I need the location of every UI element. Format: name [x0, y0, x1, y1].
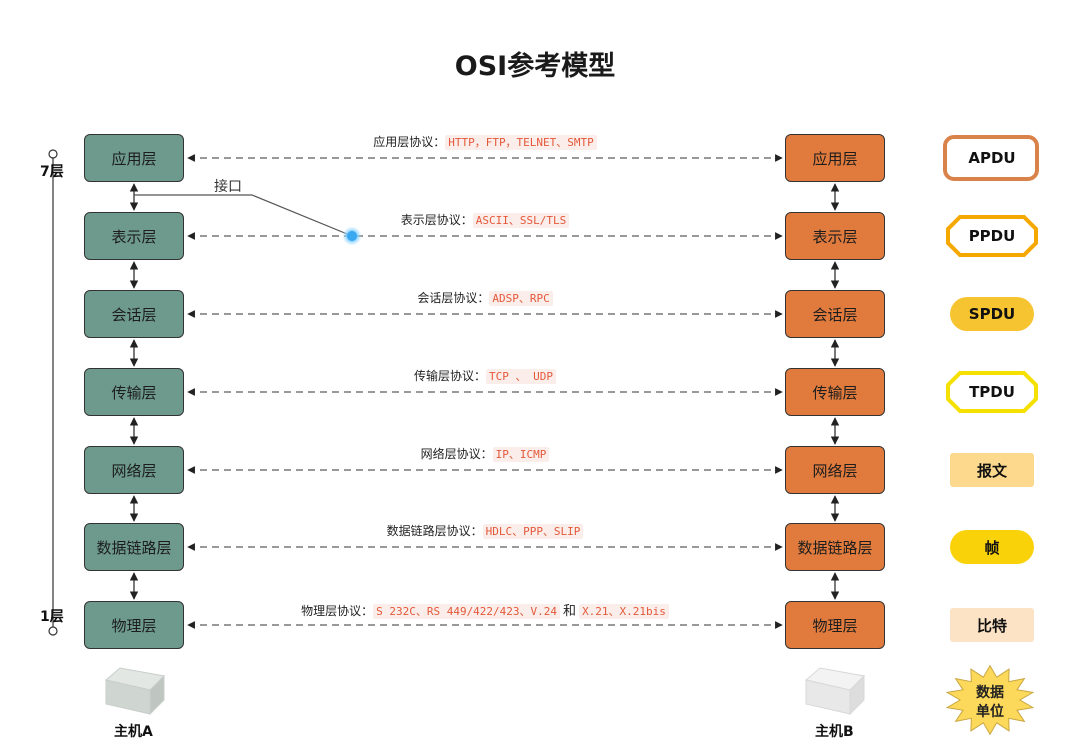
- interface-label: 接口: [214, 179, 242, 195]
- protocol-joiner: 和: [563, 604, 577, 619]
- protocol-prefix: 表示层协议：: [400, 213, 473, 227]
- pdu-shape-6: [950, 530, 1034, 564]
- scale-top-label: 7层: [40, 164, 64, 180]
- protocol-label-3: 会话层协议：ADSP、RPC: [190, 289, 780, 306]
- protocol-code: TCP 、 UDP: [486, 369, 556, 384]
- host-a-layer-6: 数据链路层: [84, 523, 184, 571]
- protocol-prefix: 传输层协议：: [414, 369, 487, 383]
- data-unit-line1: 数据: [976, 685, 1004, 701]
- protocol-label-6: 数据链路层协议：HDLC、PPP、SLIP: [190, 522, 780, 539]
- protocol-code: ADSP、RPC: [489, 291, 553, 306]
- protocol-prefix: 数据链路层协议：: [386, 524, 483, 538]
- host-b-layer-3: 会话层: [785, 290, 885, 338]
- diagram-title: OSI参考模型: [454, 51, 616, 82]
- host-a-layer-4: 传输层: [84, 368, 184, 416]
- protocol-code: HTTP，FTP，TELNET、SMTP: [445, 135, 597, 150]
- host-b-layer-2: 表示层: [785, 212, 885, 260]
- pdu-label-6: 帧: [984, 538, 1000, 557]
- scale-bottom-label: 1层: [40, 609, 64, 625]
- protocol-code: ASCII、SSL/TLS: [472, 213, 570, 228]
- protocol-label-2: 表示层协议：ASCII、SSL/TLS: [190, 211, 780, 228]
- pdu-label-1: APDU: [968, 149, 1016, 167]
- pdu-label-7: 比特: [976, 616, 1007, 635]
- pdu-label-4: TPDU: [969, 383, 1015, 401]
- pdu-shape-3: [950, 297, 1034, 331]
- host-a-layer-1: 应用层: [84, 134, 184, 182]
- protocol-prefix: 网络层协议：: [420, 447, 493, 461]
- host-a-icon: [104, 667, 166, 716]
- protocol-label-5: 网络层协议：IP、ICMP: [190, 445, 780, 462]
- host-b-icon: [804, 667, 866, 716]
- pdu-label-3: SPDU: [968, 305, 1016, 323]
- protocol-prefix: 应用层协议：: [373, 135, 446, 149]
- host-a-label: 主机A: [114, 724, 153, 740]
- pdu-label-5: 报文: [976, 461, 1007, 480]
- data-unit-badge: 数据 单位: [960, 684, 1020, 722]
- protocol-code: HDLC、PPP、SLIP: [482, 524, 584, 539]
- host-b-layer-4: 传输层: [785, 368, 885, 416]
- pdu-shape-4: [946, 371, 1038, 413]
- protocol-prefix: 会话层协议：: [417, 291, 490, 305]
- protocol-label-1: 应用层协议：HTTP，FTP，TELNET、SMTP: [190, 133, 780, 150]
- protocol-code: S 232C、RS 449/422/423、V.24: [373, 604, 561, 619]
- data-unit-starburst: [945, 664, 1035, 736]
- protocol-label-4: 传输层协议：TCP 、 UDP: [190, 367, 780, 384]
- host-a-layer-3: 会话层: [84, 290, 184, 338]
- host-a-layer-5: 网络层: [84, 446, 184, 494]
- host-b-label: 主机B: [815, 724, 854, 740]
- pdu-shape-2: [946, 215, 1038, 257]
- host-b-layer-1: 应用层: [785, 134, 885, 182]
- host-a-layer-2: 表示层: [84, 212, 184, 260]
- pdu-shape-5: [950, 453, 1034, 487]
- protocol-prefix: 物理层协议：: [301, 604, 374, 618]
- host-a-layer-7: 物理层: [84, 601, 184, 649]
- host-b-layer-7: 物理层: [785, 601, 885, 649]
- protocol-code: IP、ICMP: [492, 447, 550, 462]
- interface-pointer-line: [134, 194, 353, 237]
- protocol-code: X.21、X.21bis: [579, 604, 669, 619]
- host-b-layer-5: 网络层: [785, 446, 885, 494]
- host-b-layer-6: 数据链路层: [785, 523, 885, 571]
- data-unit-line2: 单位: [976, 704, 1004, 720]
- pdu-label-2: PPDU: [968, 227, 1016, 245]
- pdu-shape-1: [943, 135, 1039, 181]
- pdu-shape-7: [950, 608, 1034, 642]
